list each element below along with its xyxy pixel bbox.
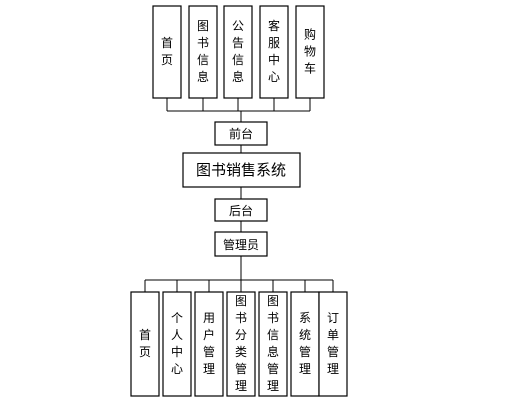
- backend-module-label: 系统管理: [299, 311, 311, 376]
- backend-node: 后台: [214, 198, 268, 222]
- frontend-module-label: 购物车: [304, 27, 316, 76]
- backend-module-box: 个人中心: [162, 291, 192, 397]
- backend-module-label: 个人中心: [171, 311, 183, 376]
- backend-module-label: 订单管理: [327, 311, 339, 376]
- backend-module-label: 图书信息管理: [267, 294, 279, 393]
- backend-module-box: 用户管理: [194, 291, 224, 397]
- frontend-module-label: 首页: [161, 36, 173, 67]
- backend-module-label: 用户管理: [203, 311, 215, 376]
- root-label: 图书销售系统: [196, 161, 286, 179]
- backend-module-label: 首页: [139, 328, 151, 359]
- backend-module-label: 图书分类管理: [235, 294, 247, 393]
- frontend-module-box: 客服中心: [259, 5, 289, 99]
- frontend-module-box: 购物车: [295, 5, 325, 99]
- admin-label: 管理员: [223, 237, 259, 252]
- backend-module-box: 系统管理: [290, 291, 320, 397]
- backend-module-box: 图书信息管理: [258, 291, 288, 397]
- backend-module-box: 订单管理: [318, 291, 348, 397]
- frontend-module-label: 客服中心: [268, 18, 280, 84]
- frontend-module-box: 公告信息: [223, 5, 253, 99]
- frontend-module-label: 图书信息: [197, 19, 209, 84]
- root-node: 图书销售系统: [182, 152, 301, 188]
- backend-module-box: 图书分类管理: [226, 291, 256, 397]
- frontend-modules: 首页 图书信息 公告信息 客服中心 购物车: [152, 5, 325, 99]
- backend-modules: 首页 个人中心 用户管理 图书分类管理 图书信息管理 系统管理 订单管理: [130, 291, 348, 397]
- frontend-module-label: 公告信息: [232, 19, 244, 84]
- frontend-module-box: 图书信息: [188, 5, 218, 99]
- frontend-node: 前台: [214, 121, 268, 146]
- admin-node: 管理员: [214, 231, 268, 257]
- backend-module-box: 首页: [130, 291, 160, 397]
- frontend-module-box: 首页: [152, 5, 182, 99]
- frontend-label: 前台: [229, 126, 253, 141]
- connector-lines: [144, 98, 334, 292]
- backend-label: 后台: [229, 203, 253, 218]
